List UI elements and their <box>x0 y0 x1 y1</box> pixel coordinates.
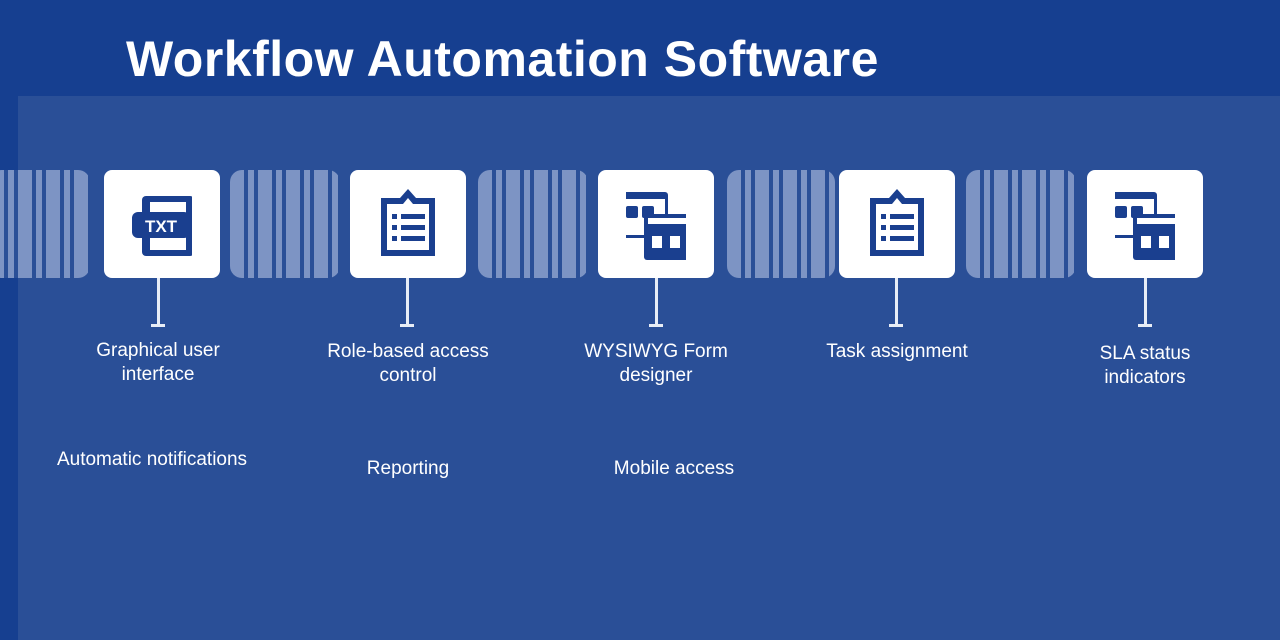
connector-foot <box>1138 324 1152 327</box>
header-band <box>0 0 1280 96</box>
page-title: Workflow Automation Software <box>126 31 879 87</box>
stripe-decoration <box>230 170 340 278</box>
feature-card-form-designer <box>598 170 714 278</box>
feature-card-task-assignment <box>839 170 955 278</box>
feature-sublabel: Reporting <box>366 458 450 479</box>
feature-label: Graphical user interface <box>96 340 220 385</box>
connector-foot <box>889 324 903 327</box>
connector <box>655 278 658 325</box>
feature-label: SLA status indicators <box>1099 343 1191 388</box>
svg-text:TXT: TXT <box>145 217 178 236</box>
feature-sublabel: Automatic notifications <box>56 449 248 470</box>
feature-card-gui: TXT <box>104 170 220 278</box>
feature-label: Role-based access control <box>327 341 489 386</box>
stripe-decoration <box>0 170 90 278</box>
connector <box>895 278 898 325</box>
feature-label: Task assignment <box>826 341 968 362</box>
clipboard-list-icon <box>870 189 924 256</box>
connector-foot <box>151 324 165 327</box>
connector-foot <box>400 324 414 327</box>
txt-file-icon: TXT <box>132 196 192 256</box>
windows-icon <box>626 192 686 260</box>
connector-foot <box>649 324 663 327</box>
feature-card-sla <box>1087 170 1203 278</box>
stripe-decoration <box>478 170 588 278</box>
clipboard-list-icon <box>381 189 435 256</box>
windows-icon <box>1115 192 1175 260</box>
connector <box>157 278 160 325</box>
feature-label: WYSIWYG Form designer <box>584 341 728 386</box>
feature-sublabel: Mobile access <box>613 458 735 479</box>
connector <box>1144 278 1147 325</box>
stripe-decoration <box>727 170 835 278</box>
stripe-decoration <box>966 170 1076 278</box>
feature-card-rbac <box>350 170 466 278</box>
connector <box>406 278 409 325</box>
